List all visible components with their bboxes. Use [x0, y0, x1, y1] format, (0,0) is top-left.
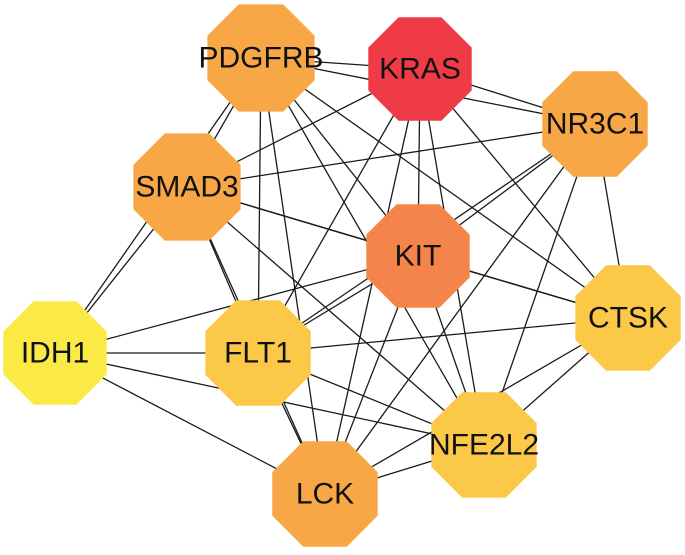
- node-shape-kras: [368, 17, 472, 121]
- edge-nr3c1-lck: [324, 123, 596, 495]
- node-nfe2l2: NFE2L2: [429, 392, 539, 498]
- node-label-smad3: SMAD3: [135, 171, 238, 204]
- node-label-pdgfrb: PDGFRB: [198, 42, 323, 75]
- node-label-ctsk: CTSK: [588, 302, 668, 335]
- edge-nr3c1-smad3: [186, 123, 596, 188]
- node-shape-lck: [272, 441, 378, 547]
- edge-smad3-nfe2l2: [186, 186, 485, 446]
- edges-layer: [54, 57, 629, 495]
- node-shape-flt1: [205, 300, 311, 406]
- edge-pdgfrb-ctsk: [260, 57, 629, 319]
- node-label-idh1: IDH1: [21, 337, 89, 370]
- node-shape-nfe2l2: [431, 392, 537, 498]
- node-smad3: SMAD3: [133, 133, 241, 241]
- edge-flt1-ctsk: [257, 317, 629, 354]
- node-label-kit: KIT: [395, 240, 442, 273]
- edge-kras-ctsk: [419, 68, 629, 319]
- node-label-flt1: FLT1: [224, 337, 292, 370]
- node-kras: KRAS: [368, 17, 472, 121]
- node-shape-smad3: [133, 133, 241, 241]
- node-ctsk: CTSK: [575, 265, 681, 371]
- node-label-kras: KRAS: [379, 53, 461, 86]
- node-label-nfe2l2: NFE2L2: [429, 429, 539, 462]
- node-flt1: FLT1: [205, 300, 311, 406]
- node-nr3c1: NR3C1: [542, 71, 648, 177]
- node-shape-kit: [366, 204, 470, 308]
- node-lck: LCK: [272, 441, 378, 547]
- node-shape-ctsk: [575, 265, 681, 371]
- node-shape-nr3c1: [542, 71, 648, 177]
- node-pdgfrb: PDGFRB: [198, 4, 324, 112]
- node-label-lck: LCK: [296, 478, 354, 511]
- node-idh1: IDH1: [3, 301, 107, 405]
- edge-pdgfrb-lck: [260, 57, 326, 495]
- node-shape-pdgfrb: [207, 4, 315, 112]
- node-label-nr3c1: NR3C1: [546, 108, 644, 141]
- node-shape-idh1: [3, 301, 107, 405]
- node-kit: KIT: [366, 204, 470, 308]
